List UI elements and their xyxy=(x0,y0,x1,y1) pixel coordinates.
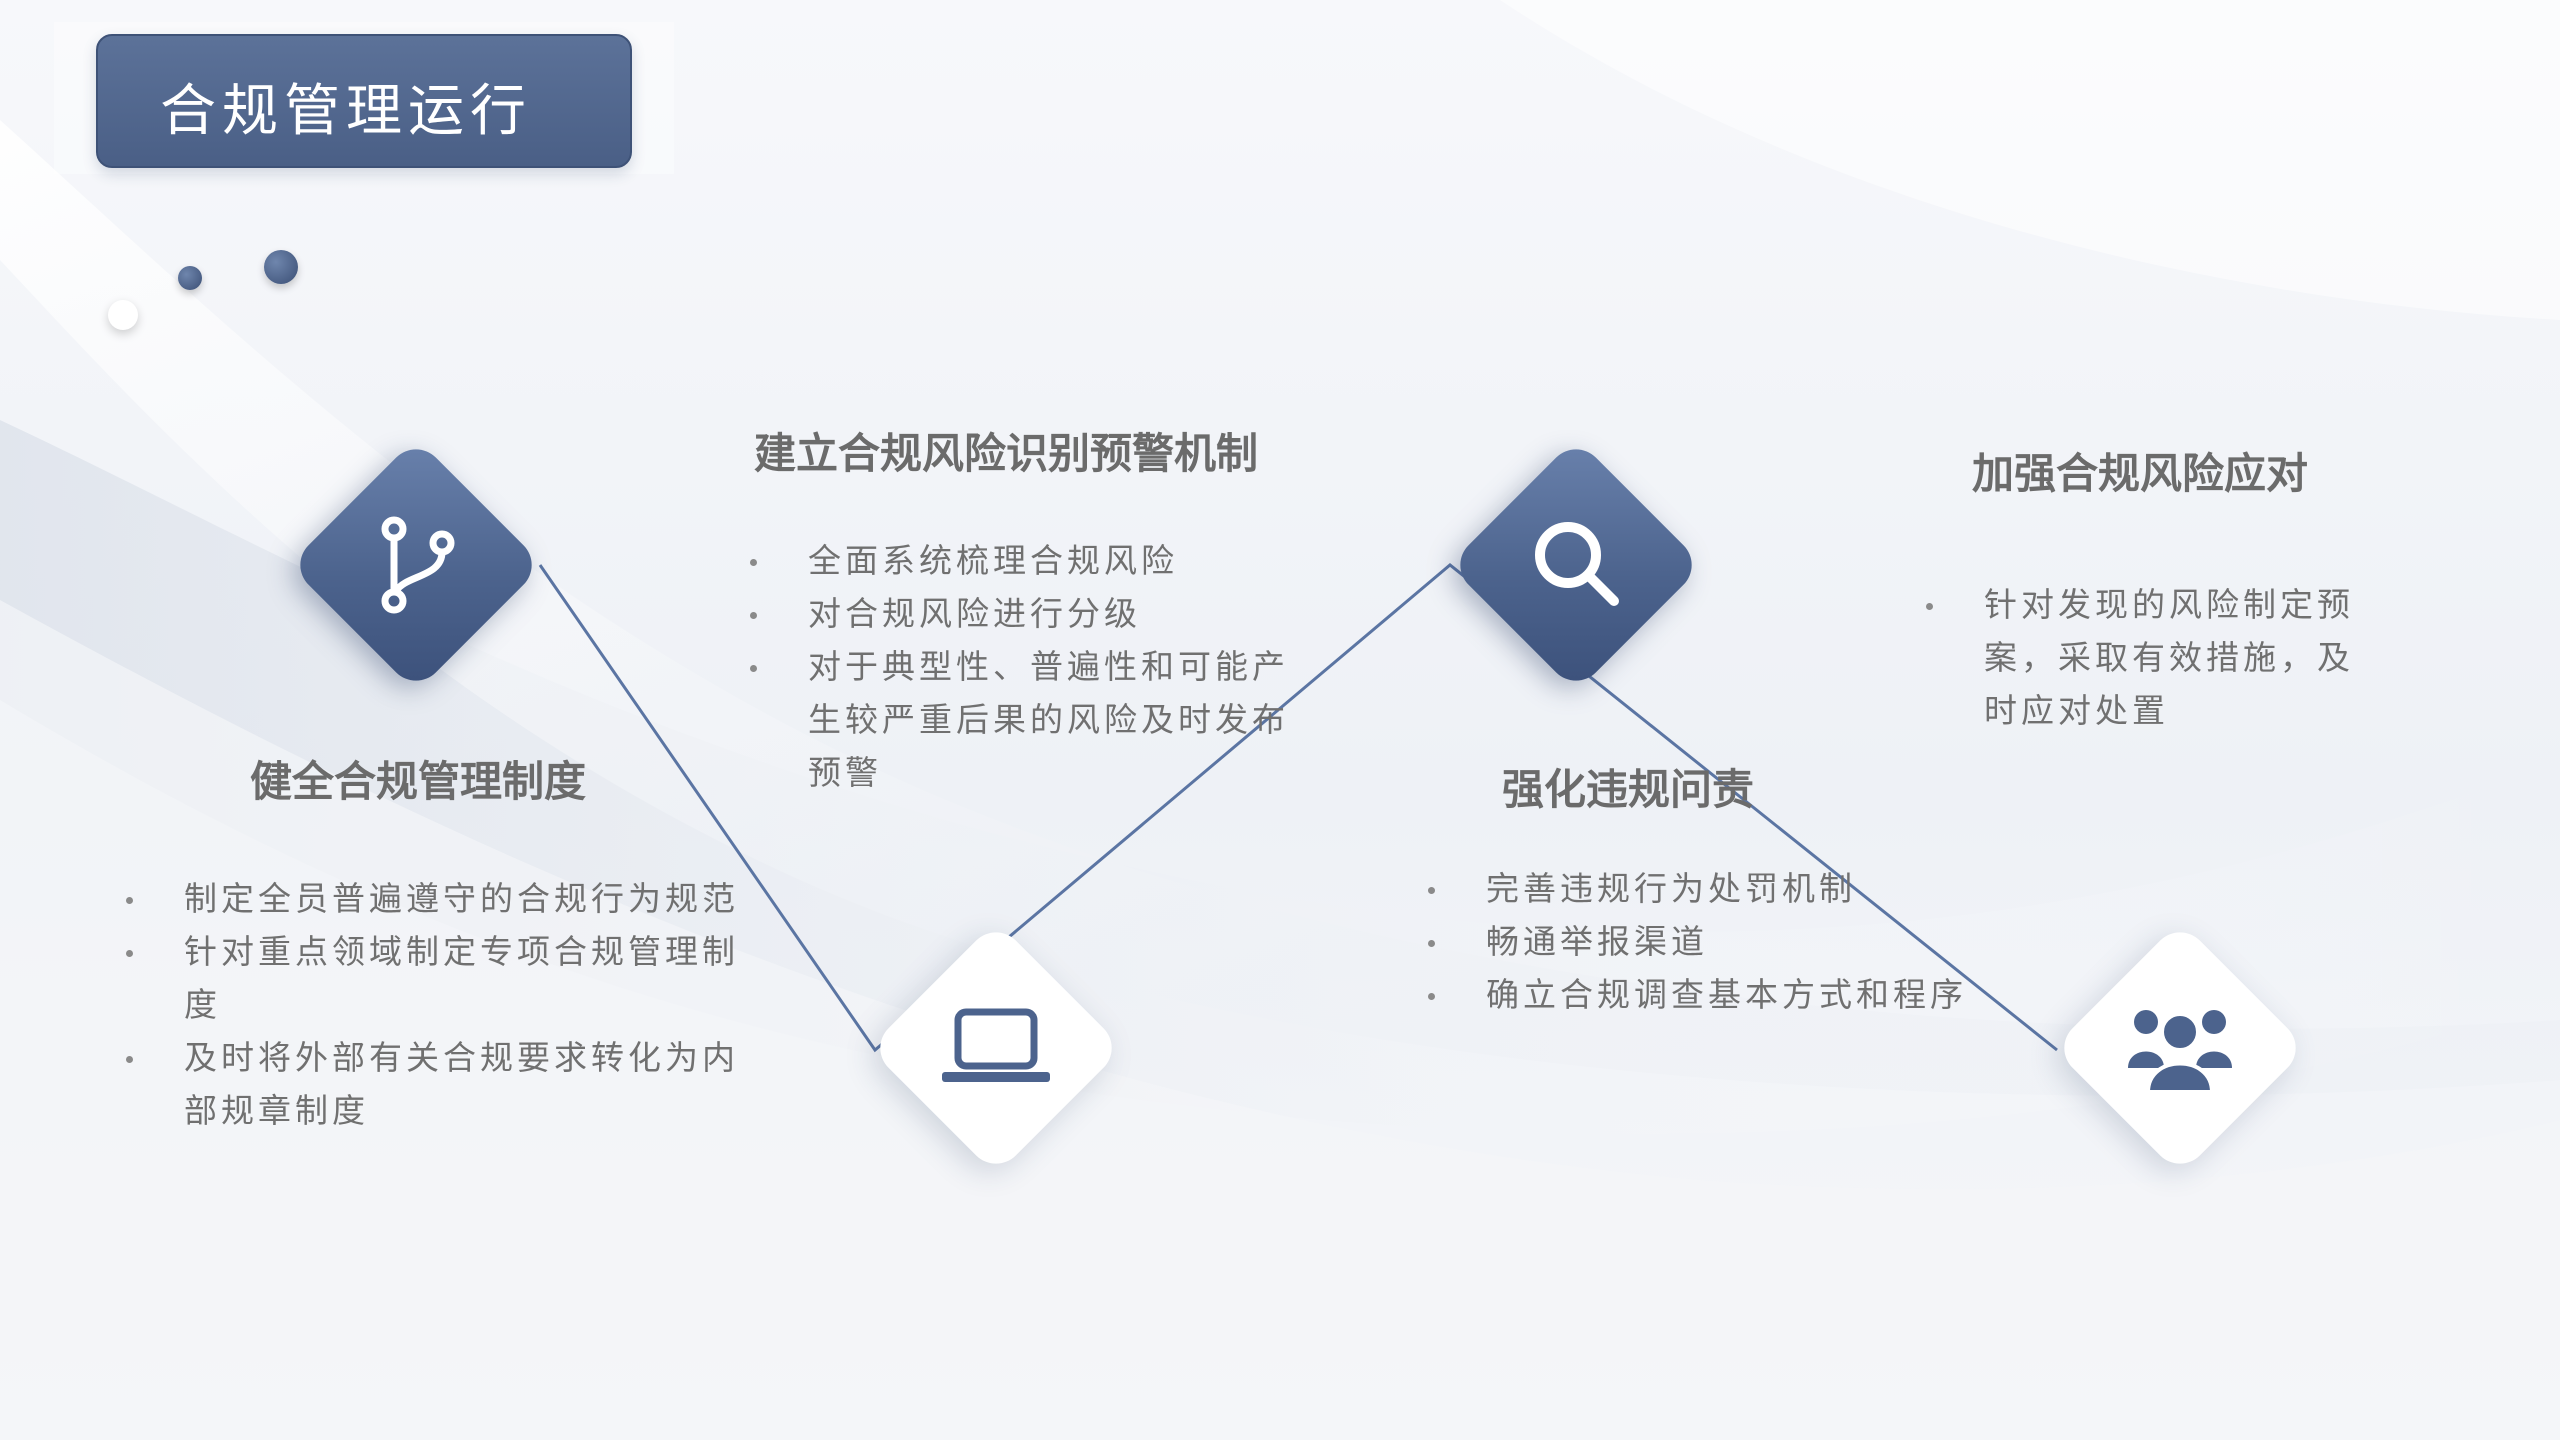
step-2-heading: 建立合规风险识别预警机制 xyxy=(754,429,1259,478)
search-icon xyxy=(1535,522,1619,606)
step-4-heading: 加强合规风险应对 xyxy=(1972,449,2309,498)
list-item: 针对发现的风险制定预案，采取有效措施，及时应对处置 xyxy=(1922,578,2372,737)
step-1-heading: 健全合规管理制度 xyxy=(250,757,587,806)
page-title: 合规管理运行 xyxy=(160,79,532,144)
list-item: 确立合规调查基本方式和程序 xyxy=(1424,968,1994,1021)
step-2-bullets: 全面系统梳理合规风险 对合规风险进行分级 对于典型性、普遍性和可能产生较严重后果… xyxy=(746,534,1296,799)
list-item: 及时将外部有关合规要求转化为内部规章制度 xyxy=(122,1031,742,1137)
list-item: 畅通举报渠道 xyxy=(1424,915,1994,968)
decor-dot-large xyxy=(264,250,298,284)
step-3-heading: 强化违规问责 xyxy=(1502,765,1755,814)
step-1-bullets: 制定全员普遍遵守的合规行为规范 针对重点领域制定专项合规管理制度 及时将外部有关… xyxy=(122,872,742,1137)
step-3-bullets: 完善违规行为处罚机制 畅通举报渠道 确立合规调查基本方式和程序 xyxy=(1424,862,1994,1021)
list-item: 制定全员普遍遵守的合规行为规范 xyxy=(122,872,742,925)
branch-icon xyxy=(381,516,455,614)
list-item: 对合规风险进行分级 xyxy=(746,587,1296,640)
list-item: 针对重点领域制定专项合规管理制度 xyxy=(122,925,742,1031)
laptop-icon xyxy=(942,1008,1050,1082)
list-item: 完善违规行为处罚机制 xyxy=(1424,862,1994,915)
decor-dot-white xyxy=(108,300,138,330)
title-banner: 合规管理运行 xyxy=(96,34,632,168)
list-item: 对于典型性、普遍性和可能产生较严重后果的风险及时发布预警 xyxy=(746,640,1296,799)
step-4-bullets: 针对发现的风险制定预案，采取有效措施，及时应对处置 xyxy=(1922,578,2372,737)
decor-dot-small xyxy=(178,266,202,290)
list-item: 全面系统梳理合规风险 xyxy=(746,534,1296,587)
users-icon xyxy=(2128,1010,2232,1094)
